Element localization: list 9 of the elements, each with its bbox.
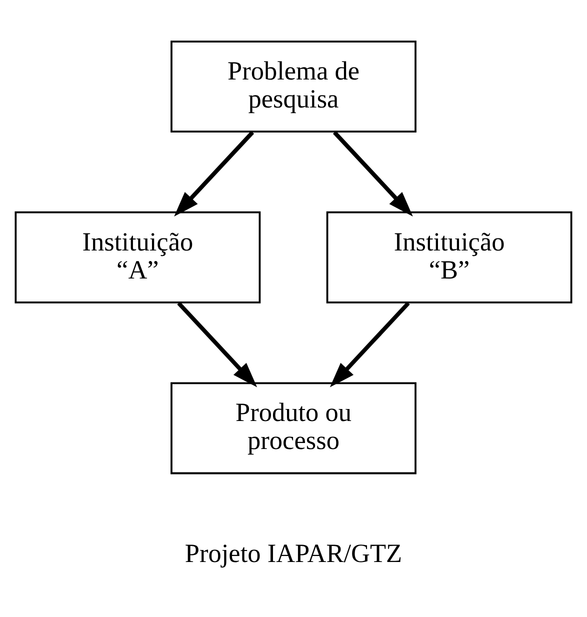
node-box: Problema de pesquisa (170, 40, 416, 132)
arrow (174, 130, 254, 216)
arrow (332, 130, 413, 216)
node-box: Produto ou processo (170, 382, 416, 474)
arrow (177, 301, 258, 387)
node-box: Instituição “B” (326, 210, 572, 303)
caption: Projeto IAPAR/GTZ (184, 538, 402, 568)
node-box: Instituição “A” (14, 210, 261, 303)
arrow (330, 301, 410, 387)
